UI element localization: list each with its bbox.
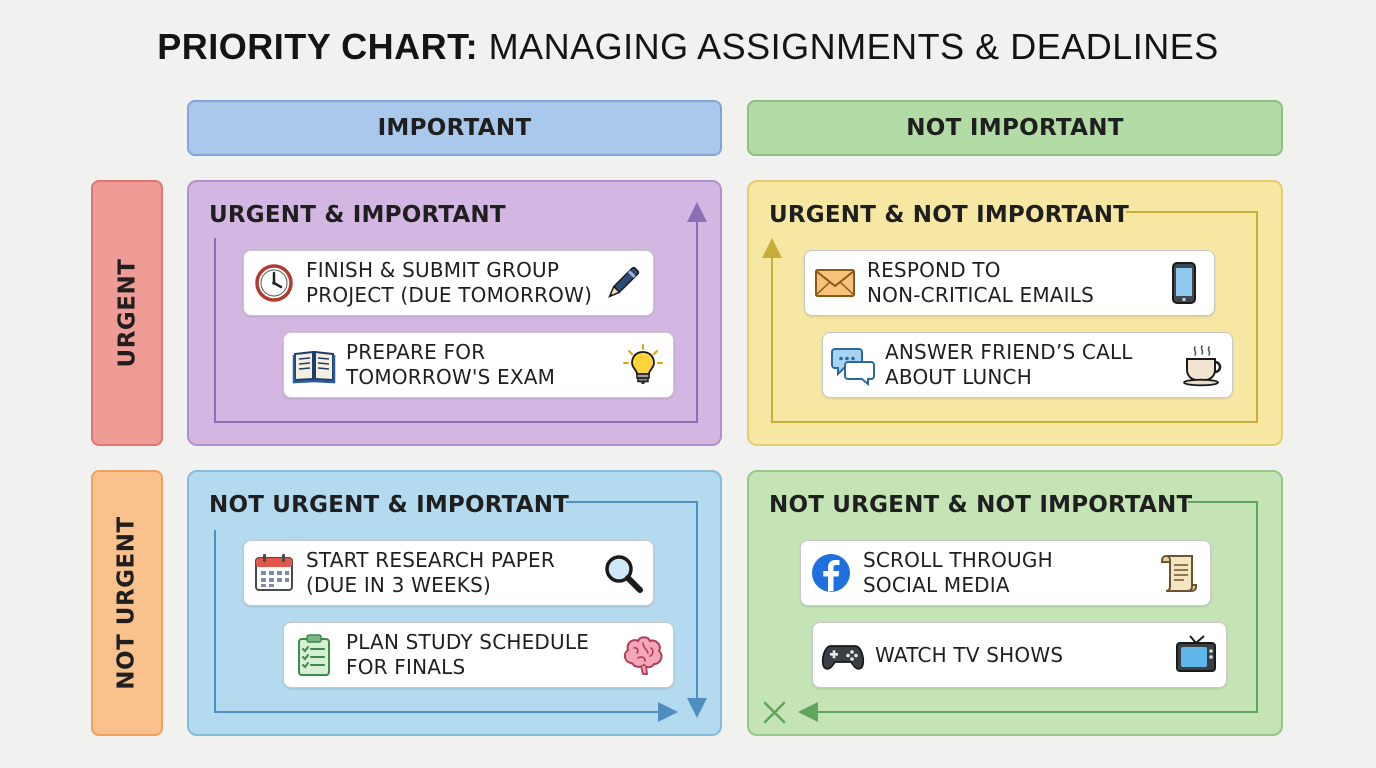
- task-text-line1: WATCH TV SHOWS: [875, 642, 1064, 667]
- row-header-not-urgent: NOT URGENT: [91, 470, 163, 736]
- facebook-icon: [812, 554, 850, 592]
- column-header-not-important-label: NOT IMPORTANT: [906, 115, 1124, 141]
- task-card-finish-group-project[interactable]: FINISH & SUBMIT GROUP PROJECT (DUE TOMOR…: [243, 250, 654, 316]
- task-text: SCROLL THROUGH SOCIAL MEDIA: [863, 548, 1158, 598]
- task-card-study-schedule[interactable]: PLAN STUDY SCHEDULE FOR FINALS: [283, 622, 674, 688]
- task-text-line1: START RESEARCH PAPER: [306, 548, 555, 572]
- task-text-line1: SCROLL THROUGH: [863, 548, 1053, 572]
- book-icon: [292, 350, 336, 384]
- title-part1: PRIORITY CHART:: [157, 26, 479, 67]
- envelope-icon: [815, 269, 855, 297]
- row-header-urgent-label: URGENT: [114, 258, 141, 368]
- task-text: START RESEARCH PAPER (DUE IN 3 WEEKS): [306, 548, 601, 598]
- title-part2: MANAGING ASSIGNMENTS & DEADLINES: [488, 26, 1219, 67]
- task-text: PLAN STUDY SCHEDULE FOR FINALS: [346, 630, 621, 680]
- column-header-not-important: NOT IMPORTANT: [747, 100, 1283, 156]
- quadrant-urgent-not-important: URGENT & NOT IMPORTANT RESPOND TO NON-CR…: [747, 180, 1283, 446]
- task-text-line2: PROJECT (DUE TOMORROW): [306, 283, 593, 307]
- phone-icon: [1172, 262, 1196, 304]
- clock-icon: [255, 264, 293, 302]
- task-text-line1: RESPOND TO: [867, 258, 1001, 282]
- task-text-line2: TOMORROW'S EXAM: [346, 365, 556, 389]
- lightbulb-icon: [623, 344, 663, 384]
- row-header-not-urgent-label: NOT URGENT: [114, 516, 141, 690]
- quadrant-title: NOT URGENT & NOT IMPORTANT: [769, 492, 1193, 518]
- task-text-line2: FOR FINALS: [346, 655, 466, 679]
- quadrant-urgent-important: URGENT & IMPORTANT FINISH & SUBMIT GROUP…: [187, 180, 722, 446]
- task-card-answer-call[interactable]: ANSWER FRIEND’S CALL ABOUT LUNCH: [822, 332, 1233, 398]
- task-text-line2: NON-CRITICAL EMAILS: [867, 283, 1095, 307]
- task-card-social-media[interactable]: SCROLL THROUGH SOCIAL MEDIA: [800, 540, 1211, 606]
- column-header-important: IMPORTANT: [187, 100, 722, 156]
- pen-icon: [608, 266, 640, 298]
- task-card-prepare-exam[interactable]: PREPARE FOR TOMORROW'S EXAM: [283, 332, 674, 398]
- task-text-line2: SOCIAL MEDIA: [863, 573, 1010, 597]
- task-text-line2: (DUE IN 3 WEEKS): [306, 573, 491, 597]
- calendar-icon: [255, 554, 293, 591]
- task-card-respond-emails[interactable]: RESPOND TO NON-CRITICAL EMAILS: [804, 250, 1215, 316]
- scroll-icon: [1161, 555, 1197, 592]
- row-header-urgent: URGENT: [91, 180, 163, 446]
- gamepad-icon: [821, 645, 865, 670]
- clipboard-checklist-icon: [298, 634, 330, 676]
- chat-bubbles-icon: [831, 348, 875, 387]
- task-text-line1: FINISH & SUBMIT GROUP: [306, 258, 560, 282]
- task-text-line1: PLAN STUDY SCHEDULE: [346, 630, 590, 654]
- quadrant-title: URGENT & IMPORTANT: [209, 202, 506, 228]
- magnifier-icon: [605, 555, 643, 593]
- task-text: PREPARE FOR TOMORROW'S EXAM: [346, 340, 621, 390]
- quadrant-not-urgent-important: NOT URGENT & IMPORTANT START RESEARCH PA…: [187, 470, 722, 736]
- task-card-watch-tv[interactable]: WATCH TV SHOWS: [812, 622, 1227, 688]
- task-text: WATCH TV SHOWS: [875, 643, 1174, 668]
- tv-icon: [1176, 635, 1216, 672]
- coffee-cup-icon: [1183, 345, 1222, 387]
- quadrant-title: URGENT & NOT IMPORTANT: [769, 202, 1130, 228]
- task-text-line1: PREPARE FOR: [346, 340, 486, 364]
- brain-icon: [623, 636, 663, 675]
- page-title: PRIORITY CHART: MANAGING ASSIGNMENTS & D…: [0, 26, 1376, 68]
- task-text-line2: ABOUT LUNCH: [885, 365, 1032, 389]
- quadrant-title: NOT URGENT & IMPORTANT: [209, 492, 570, 518]
- column-header-important-label: IMPORTANT: [377, 115, 532, 141]
- task-text: FINISH & SUBMIT GROUP PROJECT (DUE TOMOR…: [306, 258, 601, 308]
- task-text: RESPOND TO NON-CRITICAL EMAILS: [867, 258, 1162, 308]
- task-card-research-paper[interactable]: START RESEARCH PAPER (DUE IN 3 WEEKS): [243, 540, 654, 606]
- task-text-line1: ANSWER FRIEND’S CALL: [885, 340, 1133, 364]
- quadrant-not-urgent-not-important: NOT URGENT & NOT IMPORTANT SCROLL THROUG…: [747, 470, 1283, 736]
- task-text: ANSWER FRIEND’S CALL ABOUT LUNCH: [885, 340, 1180, 390]
